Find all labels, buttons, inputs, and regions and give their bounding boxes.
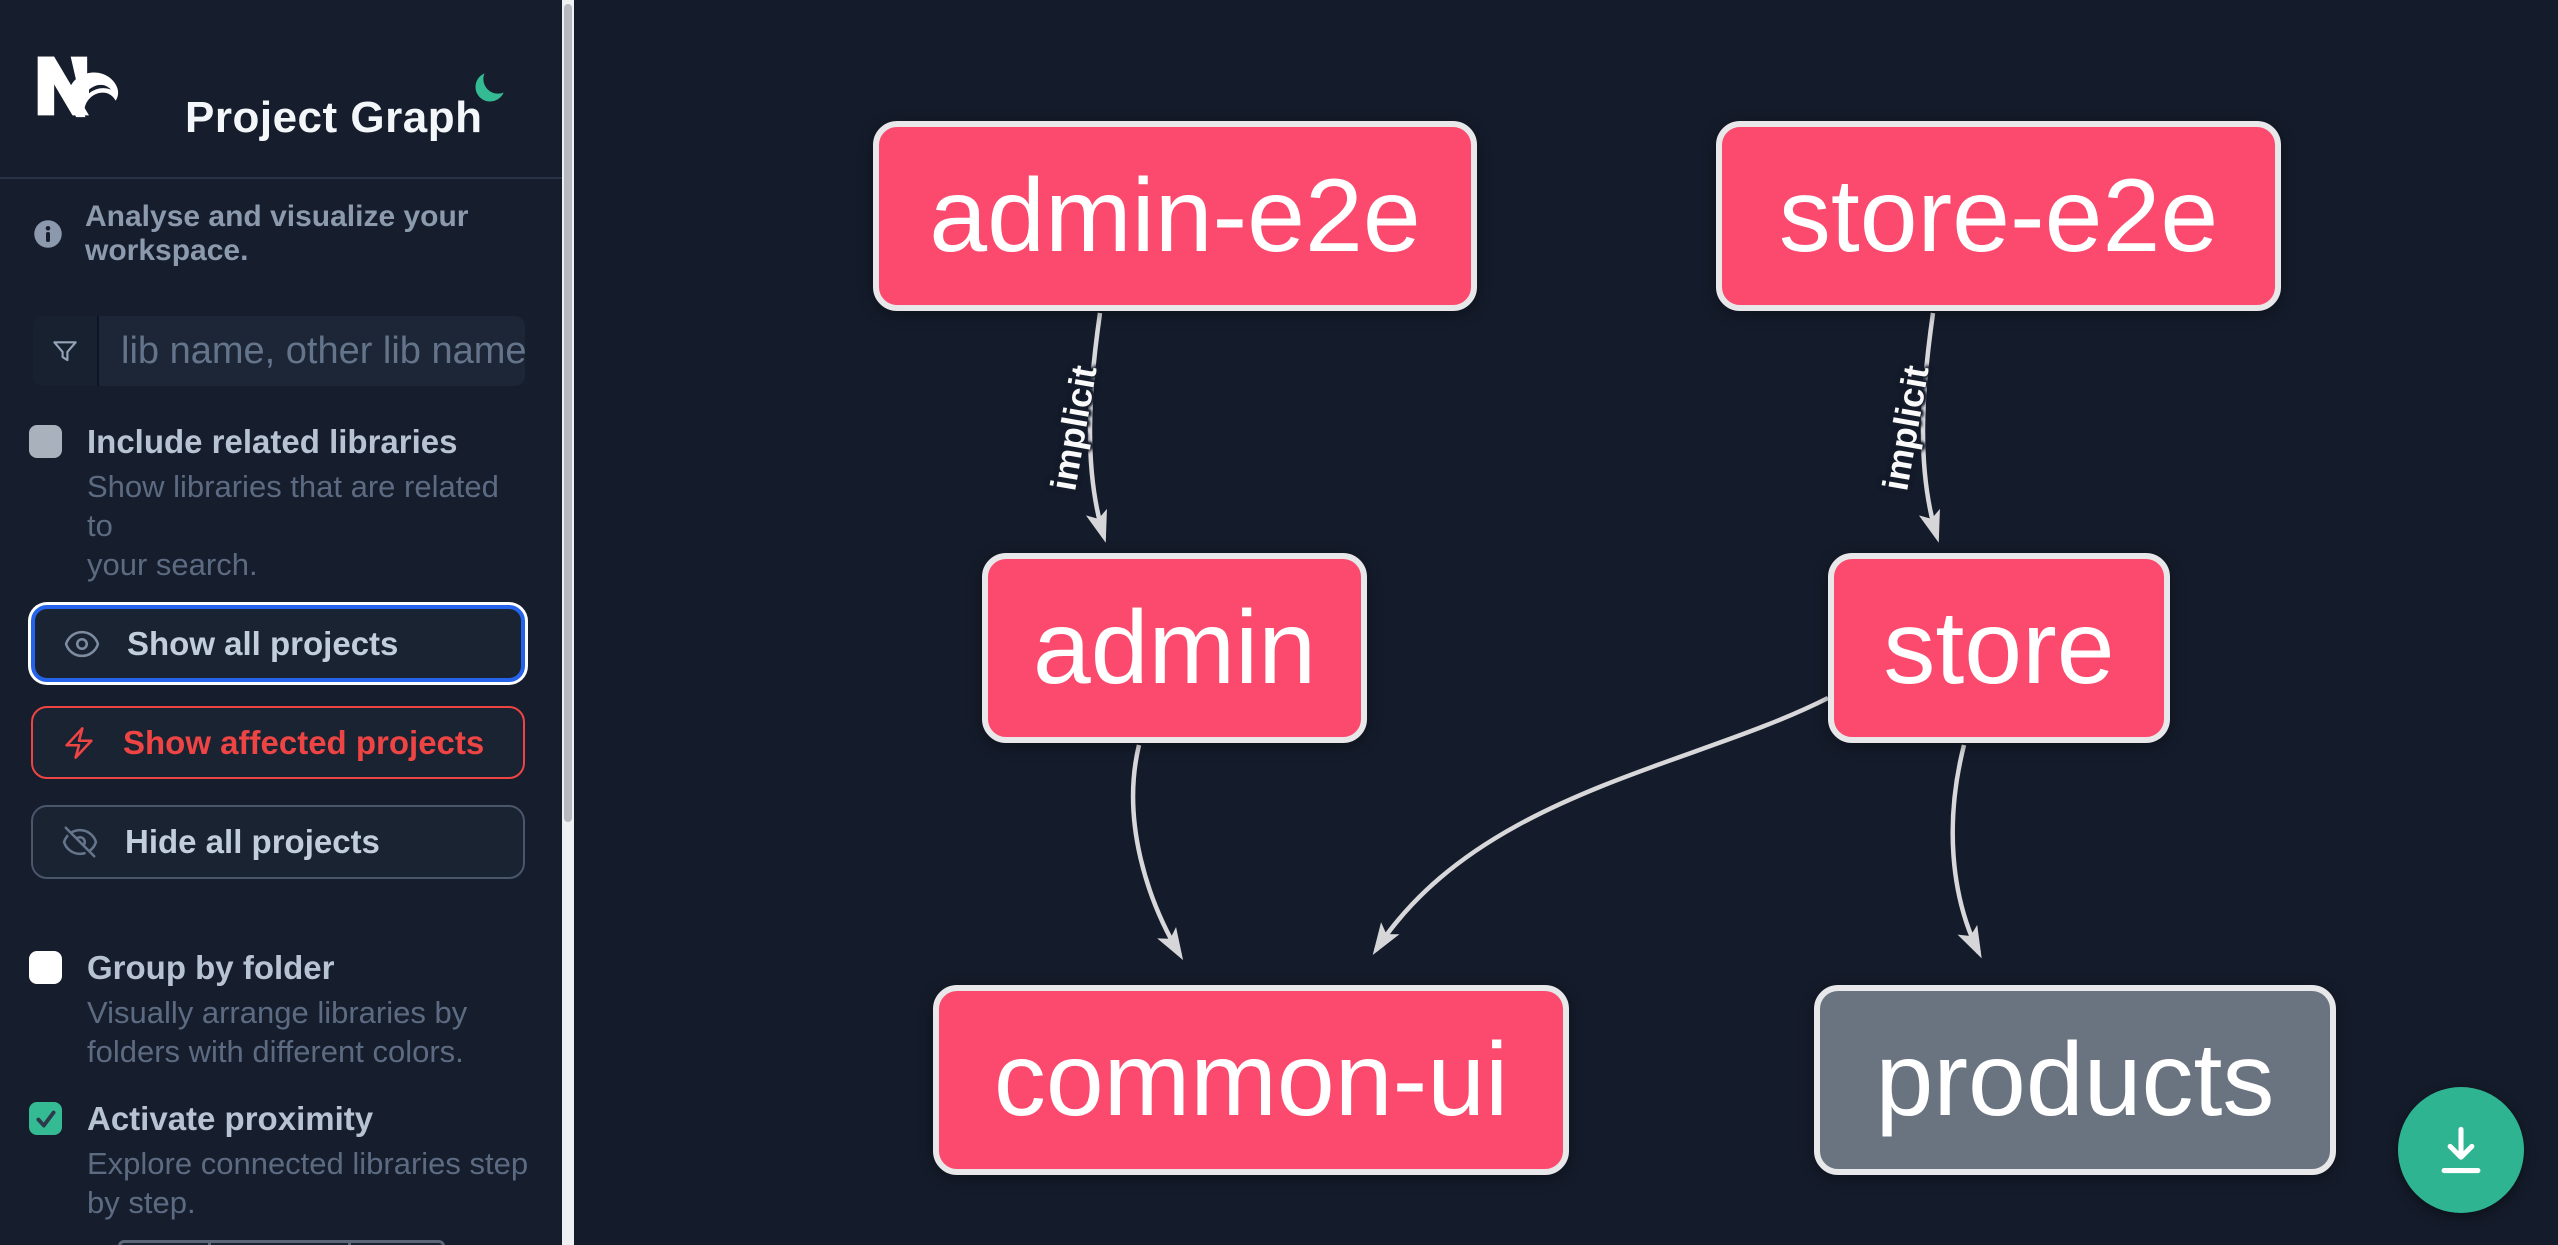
option-label: Activate proximity bbox=[87, 1100, 374, 1137]
group-by-folder-checkbox[interactable] bbox=[29, 951, 62, 984]
option-group-by-folder: Group by folder Visually arrange librari… bbox=[29, 949, 529, 1071]
button-label: Hide all projects bbox=[125, 823, 380, 860]
option-description: Visually arrange libraries by folders wi… bbox=[87, 995, 468, 1069]
stepper-divider bbox=[208, 1243, 211, 1245]
filter-funnel-icon bbox=[33, 316, 99, 386]
eye-slash-icon bbox=[61, 823, 99, 861]
page-title: Project Graph bbox=[185, 93, 483, 143]
nx-logo bbox=[30, 53, 126, 119]
lightning-bolt-icon bbox=[61, 725, 97, 761]
download-icon bbox=[2432, 1121, 2490, 1179]
sidebar-scrollbar[interactable] bbox=[562, 0, 574, 1245]
include-related-checkbox[interactable] bbox=[29, 425, 62, 458]
edge-store-common-ui bbox=[1372, 695, 1830, 956]
proximity-stepper[interactable] bbox=[118, 1240, 445, 1245]
option-include-related: Include related libraries Show libraries… bbox=[29, 423, 529, 584]
edge-admin-common-ui bbox=[1130, 744, 1184, 961]
edge-store-e2e-store bbox=[1918, 312, 1940, 543]
scrollbar-thumb[interactable] bbox=[564, 4, 572, 822]
sidebar: Project Graph Analyse and visualize your… bbox=[0, 0, 574, 1245]
show-all-projects-button[interactable]: Show all projects bbox=[31, 605, 525, 682]
option-label: Include related libraries bbox=[87, 423, 458, 460]
option-activate-proximity: Activate proximity Explore connected lib… bbox=[29, 1100, 529, 1222]
button-label: Show all projects bbox=[127, 624, 399, 662]
graph-node-admin-e2e[interactable]: admin-e2e bbox=[873, 121, 1477, 311]
edge-admin-e2e-admin bbox=[1085, 312, 1107, 543]
workspace-tagline: Analyse and visualize your workspace. bbox=[85, 200, 469, 267]
hide-all-projects-button[interactable]: Hide all projects bbox=[31, 805, 525, 879]
option-description: Explore connected libraries step by step… bbox=[87, 1146, 529, 1220]
moon-icon bbox=[471, 70, 507, 106]
graph-node-store[interactable]: store bbox=[1828, 553, 2170, 743]
graph-node-store-e2e[interactable]: store-e2e bbox=[1716, 121, 2281, 311]
graph-node-common-ui[interactable]: common-ui bbox=[933, 985, 1569, 1175]
edge-store-products bbox=[1950, 744, 1982, 959]
activate-proximity-checkbox[interactable] bbox=[29, 1102, 62, 1135]
info-icon bbox=[33, 219, 63, 249]
download-graph-button[interactable] bbox=[2398, 1087, 2524, 1213]
eye-icon bbox=[63, 625, 101, 663]
option-description: Show libraries that are related to your … bbox=[87, 469, 499, 582]
theme-toggle-button[interactable] bbox=[471, 70, 507, 106]
header-divider bbox=[0, 177, 562, 179]
search-input[interactable] bbox=[99, 316, 525, 386]
graph-node-admin[interactable]: admin bbox=[982, 553, 1367, 743]
stepper-divider bbox=[348, 1243, 351, 1245]
option-label: Group by folder bbox=[87, 949, 335, 986]
checkmark-icon bbox=[33, 1106, 59, 1132]
project-search bbox=[33, 316, 525, 386]
button-label: Show affected projects bbox=[123, 723, 485, 761]
graph-node-products[interactable]: products bbox=[1814, 985, 2336, 1175]
workspace-tagline-row: Analyse and visualize your workspace. bbox=[33, 200, 574, 268]
show-affected-projects-button[interactable]: Show affected projects bbox=[31, 706, 525, 779]
